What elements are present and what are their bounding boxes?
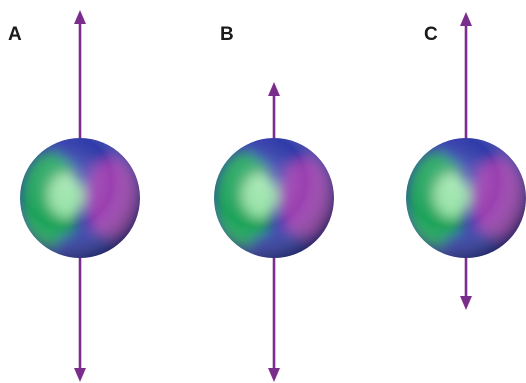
sphere-b bbox=[214, 136, 334, 260]
panel-label-a: A bbox=[8, 24, 22, 45]
panel-b: B bbox=[214, 24, 334, 382]
panel-a: A bbox=[8, 10, 140, 382]
dipole-arrow-up-c bbox=[460, 12, 472, 138]
panel-c: C bbox=[406, 12, 526, 310]
sphere-c bbox=[406, 136, 526, 260]
dipole-arrow-up-a bbox=[74, 10, 86, 138]
dipole-arrow-down-a bbox=[74, 258, 86, 382]
dipole-arrow-down-c bbox=[460, 258, 472, 310]
dipole-arrow-up-b bbox=[268, 82, 280, 138]
dipole-arrow-down-b bbox=[268, 258, 280, 382]
panel-label-c: C bbox=[424, 24, 438, 45]
panel-label-b: B bbox=[220, 24, 234, 45]
sphere-a bbox=[20, 136, 140, 260]
